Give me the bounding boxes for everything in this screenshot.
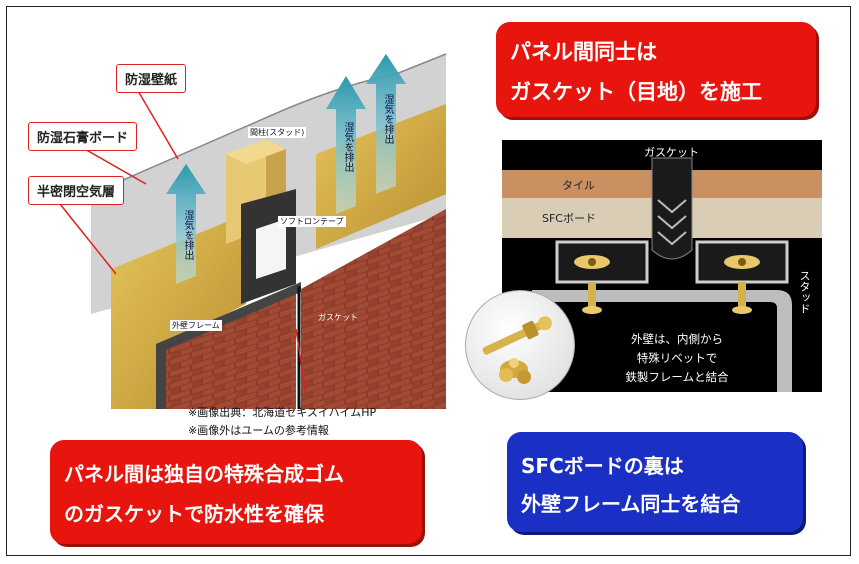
joint-detail-svg	[502, 157, 822, 392]
label-gasket-illustration: ガスケット	[318, 313, 358, 322]
callout-moisture-gypsum-board: 防湿石膏ボード	[28, 122, 138, 151]
label-stud: 間柱(スタッド)	[248, 127, 307, 138]
reference-info-note: ※画像外はユームの参考情報	[188, 424, 329, 437]
gasket-waterproofing-box: パネル間は独自の特殊合成ゴム のガスケットで防水性を確保	[50, 440, 422, 544]
image-source-note: ※画像出典：北海道セキスイハイムHP	[188, 406, 377, 419]
detail-rivet-note: 外壁は、内側から 特殊リベットで 鉄製フレームと結合	[612, 330, 742, 387]
detail-label-sfc-board: SFCボード	[542, 212, 596, 225]
vapor-label-3: 湿気を排出	[382, 94, 393, 144]
panel-gasket-joint-box: パネル間同士は ガスケット（目地）を施工	[496, 22, 816, 117]
gasket-waterproofing-line2: のガスケットで防水性を確保	[64, 502, 324, 526]
rivet-photo-circle	[465, 290, 575, 400]
sfc-frame-binding-line2: 外壁フレーム同士を結合	[521, 492, 741, 516]
sfc-frame-binding-line1: SFCボードの裏は	[521, 454, 684, 478]
label-outer-frame: 外壁フレーム	[170, 320, 222, 331]
detail-note-line2: 特殊リベットで	[636, 351, 718, 365]
detail-label-tile: タイル	[562, 179, 595, 192]
vapor-label-2: 湿気を排出	[342, 122, 353, 172]
detail-label-stud: スタッド	[798, 270, 811, 314]
detail-label-gasket: ガスケット	[644, 146, 699, 159]
gasket-waterproofing-line1: パネル間は独自の特殊合成ゴム	[64, 462, 344, 486]
sfc-frame-binding-box: SFCボードの裏は 外壁フレーム同士を結合	[507, 432, 803, 532]
panel-gasket-joint-line2: ガスケット（目地）を施工	[510, 80, 762, 104]
callout-semi-sealed-air-layer: 半密閉空気層	[28, 176, 125, 205]
wall-cross-section-svg	[55, 53, 447, 409]
outer-frame	[6, 6, 851, 556]
label-sofuron-tape: ソフトロンテープ	[278, 216, 346, 227]
panel-gasket-joint-line1: パネル間同士は	[510, 40, 657, 64]
rivet-illustration	[482, 316, 552, 384]
wall-cross-section-illustration: 防湿壁紙 防湿石膏ボード 半密閉空気層 間柱(スタッド) ソフトロンテープ 外壁…	[16, 14, 466, 409]
detail-note-line1: 外壁は、内側から	[631, 332, 723, 346]
detail-note-line3: 鉄製フレームと結合	[625, 370, 729, 384]
vapor-label-1: 湿気を排出	[182, 210, 193, 260]
callout-moisture-wallpaper: 防湿壁紙	[116, 64, 187, 93]
